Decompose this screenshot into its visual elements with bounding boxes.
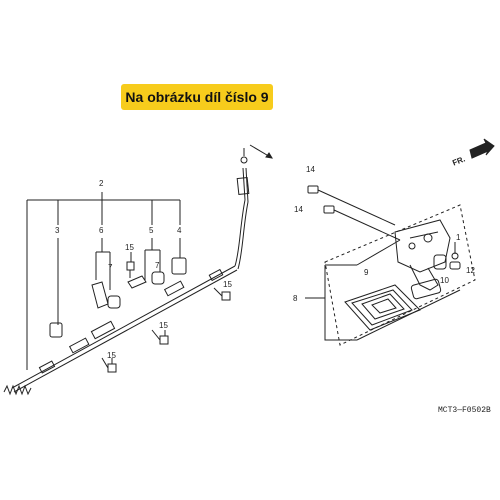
cable-ferrule: [90, 320, 116, 340]
rubber-boot-9: [344, 284, 421, 331]
cable-end-eye: [240, 156, 248, 164]
cable-ferrule: [163, 280, 185, 297]
cable-direction-arrow: [249, 144, 273, 159]
cable-spring: [3, 384, 32, 396]
callout-14: 14: [306, 165, 315, 174]
grommet-7-right: [151, 271, 165, 285]
callout-4: 4: [177, 226, 182, 235]
lever-pivot: [408, 242, 416, 250]
callout-12: 12: [466, 266, 475, 275]
cable-ferrule: [208, 268, 224, 282]
callout-15: 15: [107, 351, 116, 360]
callout-5: 5: [149, 226, 154, 235]
callout-8: 8: [293, 294, 298, 303]
bolt-15: [151, 329, 169, 345]
callout-15: 15: [159, 321, 168, 330]
holder-5: [127, 275, 147, 289]
front-direction-label: FR.: [451, 154, 466, 167]
lever-pivot: [423, 233, 433, 243]
washer-12: [449, 261, 461, 270]
callout-7: 7: [155, 261, 160, 270]
callout-2: 2: [99, 179, 104, 188]
callout-6: 6: [99, 226, 104, 235]
callout-3: 3: [55, 226, 60, 235]
front-direction-arrow: [469, 138, 495, 159]
cable-ferrule: [38, 360, 56, 374]
lever-arm: [409, 264, 439, 291]
bolt-15: [101, 357, 117, 373]
throttle-lever-housing: [394, 219, 451, 273]
throttle-cable: [11, 167, 249, 393]
cable-ferrule: [68, 337, 90, 354]
clamp-4: [171, 257, 187, 275]
sleeve-10: [433, 254, 447, 270]
bracket-6: [91, 281, 109, 309]
lever-pedal: [410, 278, 442, 300]
left-bracket-lines: [26, 192, 181, 370]
callout-15: 15: [125, 243, 134, 252]
dashed-frame: [324, 204, 476, 346]
part-number-banner: Na obrázku díl číslo 9: [121, 84, 273, 110]
bolt-14-upper: [307, 185, 396, 226]
bolt-15: [213, 287, 231, 301]
callout-15: 15: [223, 280, 232, 289]
callout-9: 9: [364, 268, 369, 277]
nut-1: [451, 252, 459, 260]
grommet-7-left: [107, 295, 121, 309]
callout-1: 1: [456, 233, 461, 242]
clamp-3: [49, 322, 63, 338]
bolt-14-lower: [323, 205, 401, 241]
callout-10: 10: [440, 276, 449, 285]
cable-end-fitting: [236, 176, 250, 196]
callout-14: 14: [294, 205, 303, 214]
diagram-code: MCT3—F0502B: [438, 406, 491, 415]
bolt-15: [126, 261, 135, 278]
callout-7: 7: [108, 263, 113, 272]
